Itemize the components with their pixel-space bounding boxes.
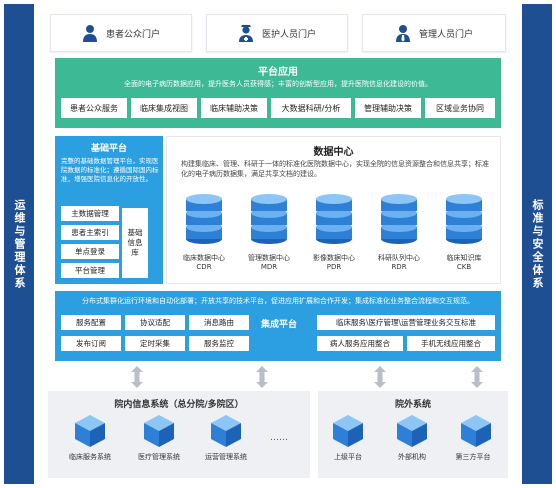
database-icon [316, 194, 352, 244]
integ-item-patient-service-integration[interactable]: 病人服务应用整合 [317, 336, 403, 351]
left-pillar-label: 运维与管理体系 [13, 198, 26, 290]
manager-icon [395, 25, 410, 42]
external-system-item[interactable]: 第三方平台 [455, 453, 491, 461]
basic-item-patient-index[interactable]: 患者主索引 [61, 225, 119, 240]
portal-manager[interactable]: 管理人员门户 [362, 14, 506, 52]
app-item-patient-service[interactable]: 患者公众服务 [61, 98, 127, 118]
external-system-item[interactable]: 外部机构 [398, 453, 426, 461]
integ-item-mobile-integration[interactable]: 手机无线应用整合 [407, 336, 495, 351]
database-code: PDR [326, 263, 342, 271]
internal-information-system: 院内信息系统（总分院/多院区） 临床服务系统 医疗管理系统 运营管理系统 …… [48, 391, 310, 478]
integration-description: 分布式集群化运行环境和自动化部署；开放共享的技术平台，促进应用扩展和合作开发；集… [82, 297, 474, 305]
external-system-title: 院外系统 [394, 400, 431, 410]
database-code: CDR [196, 263, 212, 271]
integ-item-pub-sub[interactable]: 发布订阅 [61, 336, 121, 351]
left-pillar-ops-management: 运维与管理体系 [4, 4, 34, 484]
cube-icon [211, 415, 241, 447]
database-icon [251, 194, 287, 244]
database-icon [381, 194, 417, 244]
portal-label: 管理人员门户 [418, 29, 473, 40]
basic-platform-title: 基础平台 [90, 144, 127, 154]
basic-item-sso[interactable]: 单点登录 [61, 244, 119, 259]
integ-item-service-monitor[interactable]: 服务监控 [189, 336, 249, 351]
integ-item-message-routing[interactable]: 消息路由 [189, 315, 249, 330]
platform-app-title: 平台应用 [258, 67, 298, 78]
basic-info-library[interactable]: 基础信息库 [122, 208, 148, 278]
cube-icon [144, 415, 174, 447]
cube-icon [333, 415, 363, 447]
cube-icon [461, 415, 491, 447]
internal-system-item[interactable]: 临床服务系统 [69, 453, 111, 461]
database-name: 临床数据中心 [183, 254, 225, 262]
database-ckb[interactable]: 临床知识库 CKB [439, 193, 489, 271]
updown-arrow-icon [471, 366, 483, 388]
portal-medical-staff[interactable]: 医护人员门户 [206, 14, 348, 52]
database-code: CKB [456, 263, 472, 271]
app-item-big-data[interactable]: 大数据科研/分析 [271, 98, 351, 118]
basic-item-platform-management[interactable]: 平台管理 [61, 263, 119, 278]
database-name: 科研队列中心 [378, 254, 420, 262]
app-item-clinical-view[interactable]: 临床集成视图 [131, 98, 197, 118]
internal-system-item[interactable]: 运营管理系统 [205, 453, 247, 461]
database-code: MDR [260, 263, 278, 271]
right-pillar-standard-security: 标准与安全体系 [522, 4, 552, 484]
data-center-description: 构建集临床、管理、科研于一体的标准化医院数据中心，实现全院的信息资源整合和信息共… [181, 160, 489, 178]
integration-title: 集成平台 [261, 320, 298, 330]
integ-item-protocol-adapt[interactable]: 协议适配 [125, 315, 185, 330]
portal-patient[interactable]: 患者公众门户 [50, 14, 192, 52]
database-name: 管理数据中心 [248, 254, 290, 262]
portal-label: 医护人员门户 [261, 29, 316, 40]
app-item-regional-collab[interactable]: 区域业务协同 [425, 98, 495, 118]
cube-icon [75, 415, 105, 447]
data-center-title: 数据中心 [313, 147, 354, 158]
integration-platform: 分布式集群化运行环境和自动化部署；开放共享的技术平台，促进应用扩展和合作开发；集… [55, 291, 501, 361]
database-code: RDR [391, 263, 407, 271]
cube-icon [397, 415, 427, 447]
updown-arrow-icon [256, 366, 268, 388]
integ-item-business-standard[interactable]: 临床服务\医疗管理\运营管理业务交互标准 [317, 315, 495, 330]
integ-item-service-config[interactable]: 服务配置 [61, 315, 121, 330]
database-icon [446, 194, 482, 244]
app-item-management-decision[interactable]: 管理辅助决策 [355, 98, 421, 118]
basic-info-library-label: 基础信息库 [127, 228, 143, 257]
portal-row: 患者公众门户 医护人员门户 管理人员门户 [48, 14, 508, 54]
database-icon [186, 194, 222, 244]
external-system-item[interactable]: 上级平台 [334, 453, 362, 461]
portal-label: 患者公众门户 [105, 29, 160, 40]
database-name: 影像数据中心 [313, 254, 355, 262]
updown-arrow-icon [374, 366, 386, 388]
external-system: 院外系统 上级平台 外部机构 第三方平台 [318, 391, 508, 478]
platform-app-description: 全面的电子病历数据应用，提升医务人员获得感；丰富的创新型应用，提升医院信息化建设… [124, 80, 432, 88]
nurse-icon [238, 25, 253, 42]
integ-item-scheduled-collect[interactable]: 定时采集 [125, 336, 185, 351]
database-cdr[interactable]: 临床数据中心 CDR [179, 193, 229, 271]
data-center: 数据中心 构建集临床、管理、科研于一体的标准化医院数据中心，实现全院的信息资源整… [166, 136, 501, 284]
basic-item-master-data[interactable]: 主数据管理 [61, 206, 119, 221]
database-mdr[interactable]: 管理数据中心 MDR [244, 193, 294, 271]
platform-application: 平台应用 全面的电子病历数据应用，提升医务人员获得感；丰富的创新型应用，提升医院… [55, 58, 501, 128]
internal-system-item[interactable]: 医疗管理系统 [138, 453, 180, 461]
patient-icon [82, 25, 97, 42]
updown-arrow-icon [131, 366, 143, 388]
database-rdr[interactable]: 科研队列中心 RDR [374, 193, 424, 271]
basic-platform-description: 完整的基础数据管理平台，实现医院数据的标准化；遵循国际国内标准，增强医院信息化的… [61, 157, 159, 183]
database-name: 临床知识库 [446, 254, 482, 262]
right-pillar-label: 标准与安全体系 [531, 198, 544, 290]
ellipsis: …… [270, 433, 288, 443]
database-pdr[interactable]: 影像数据中心 PDR [309, 193, 359, 271]
app-item-clinical-decision[interactable]: 临床辅助决策 [201, 98, 267, 118]
internal-system-title: 院内信息系统（总分院/多院区） [114, 400, 244, 410]
